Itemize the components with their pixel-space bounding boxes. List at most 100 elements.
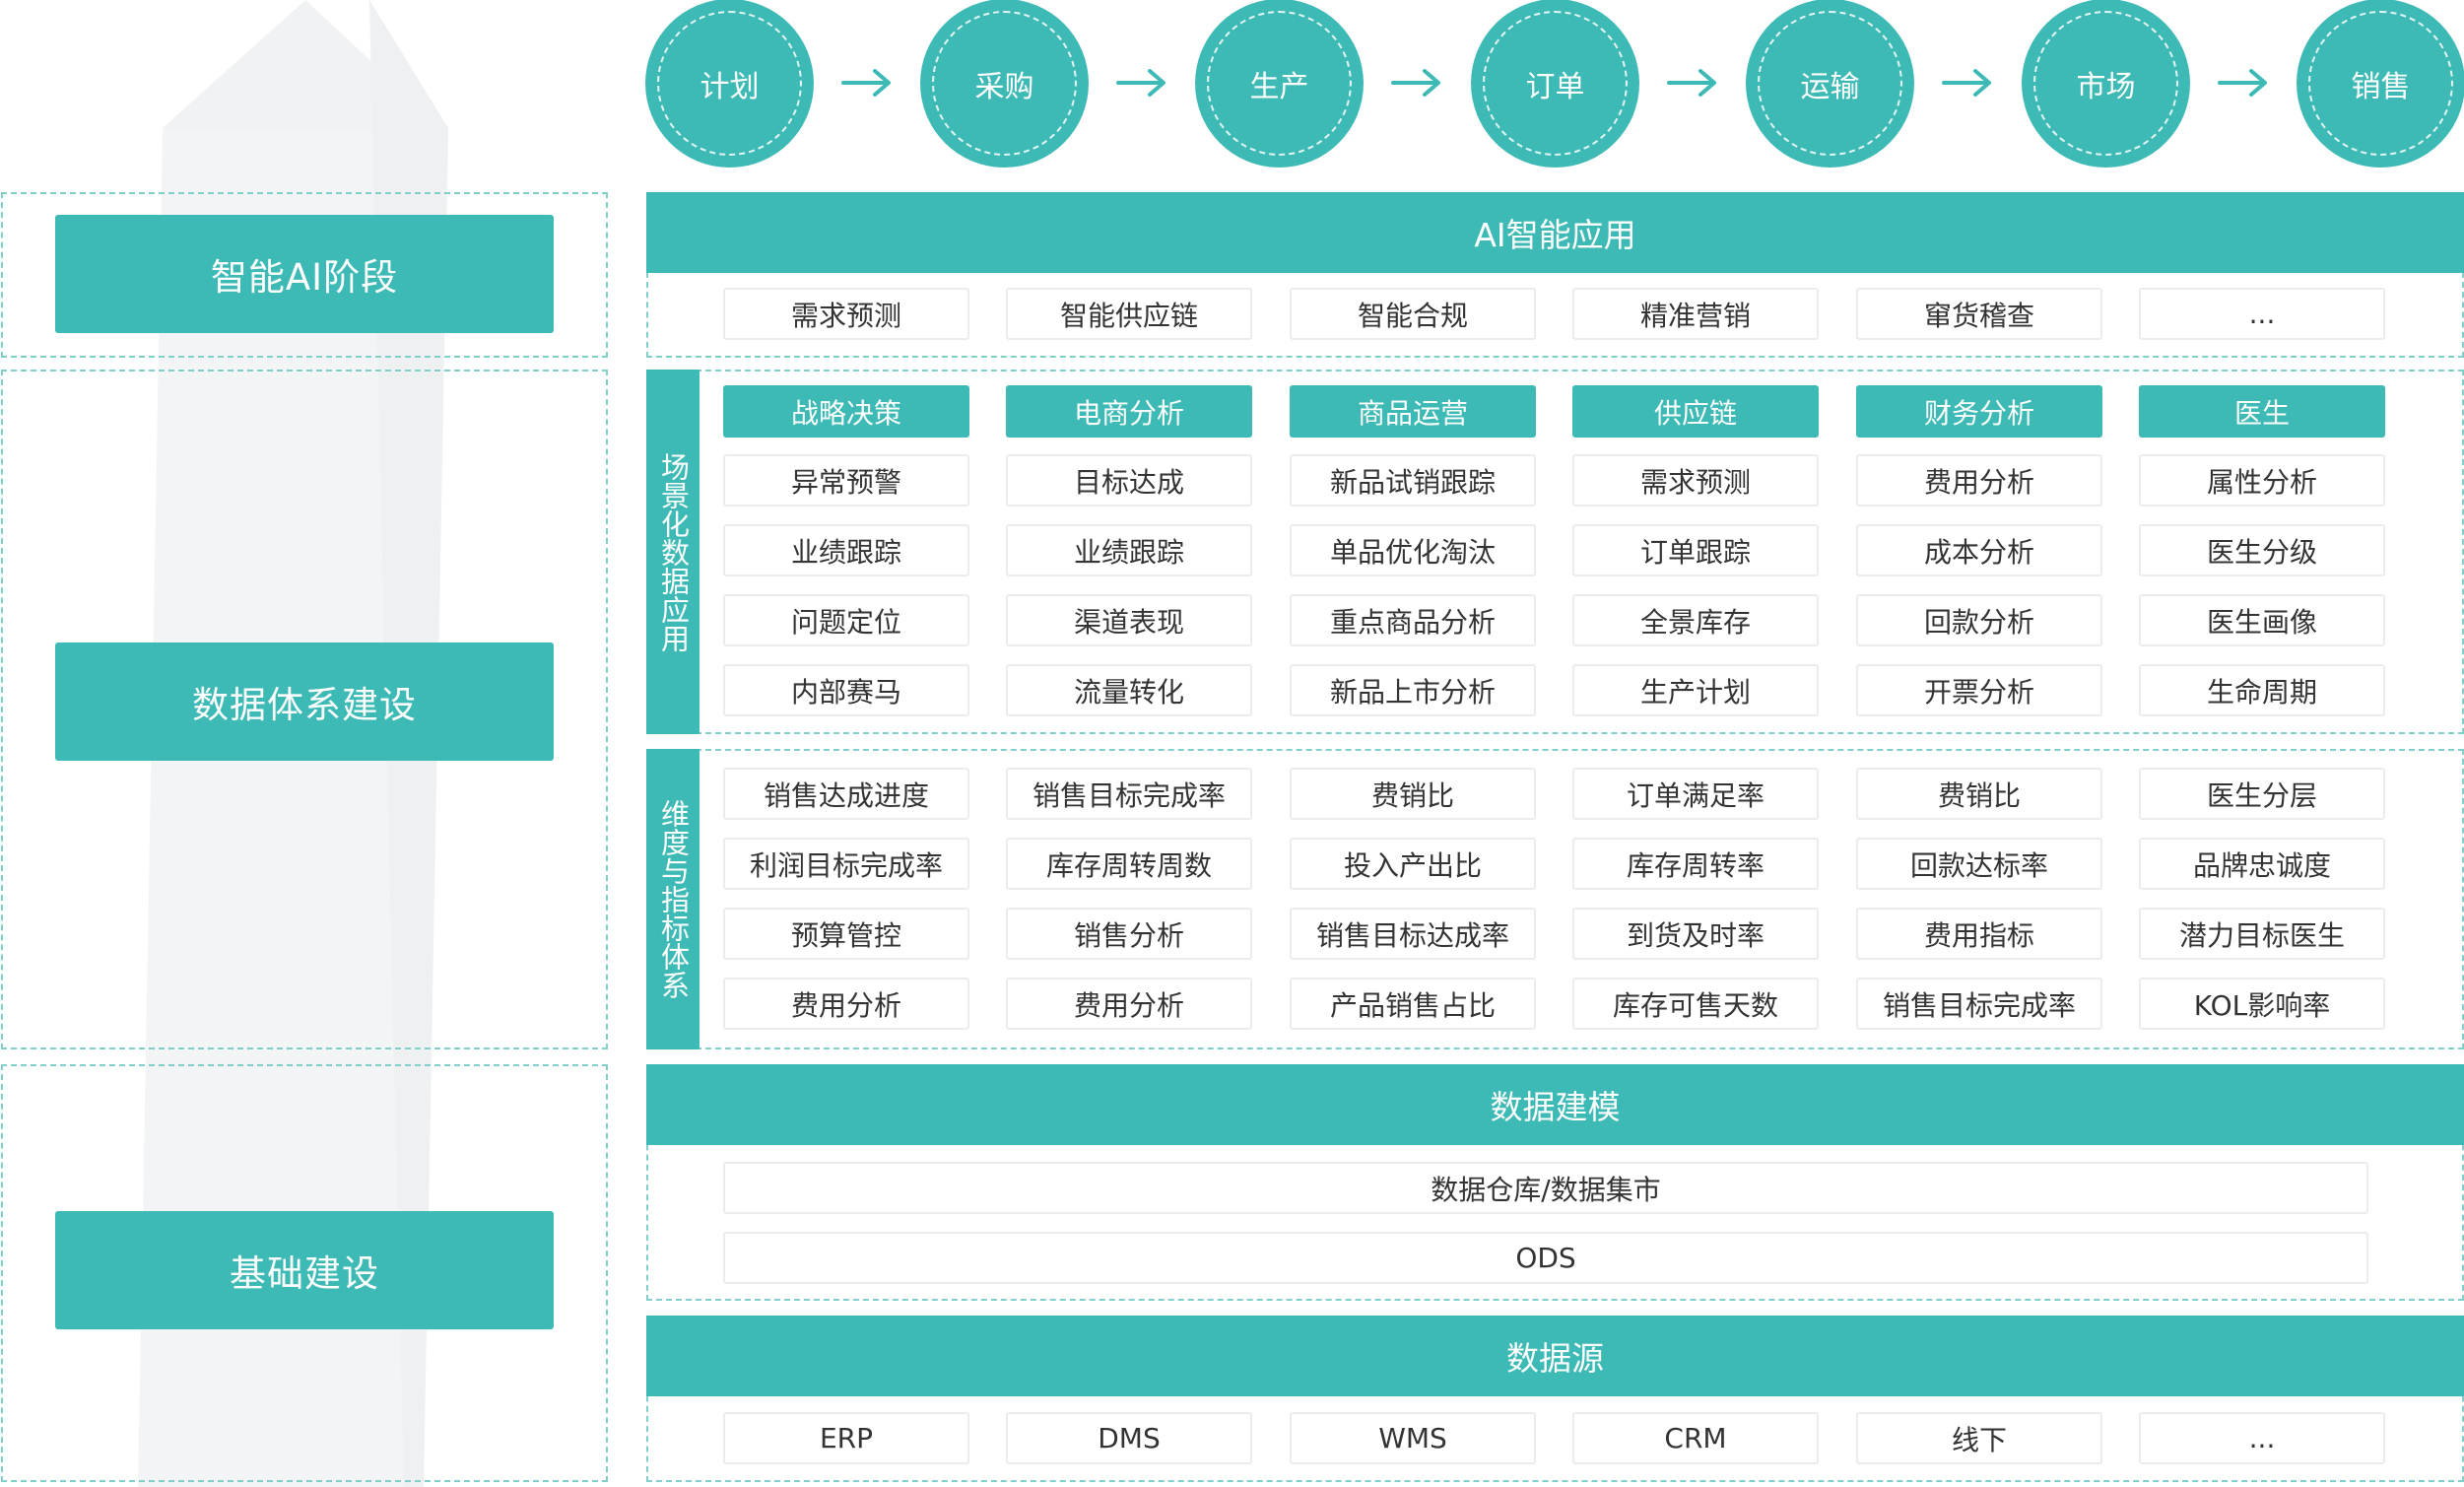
- data-source-item: ...: [2139, 1412, 2385, 1464]
- metric-item: 费用分析: [723, 978, 969, 1030]
- process-step-1: 计划: [645, 0, 814, 168]
- scenario-item: 业绩跟踪: [1006, 524, 1252, 576]
- metric-item: 投入产出比: [1290, 838, 1536, 890]
- metric-item: 订单满足率: [1572, 768, 1819, 820]
- scenario-item: 属性分析: [2139, 454, 2385, 507]
- metric-item: 回款达标率: [1856, 838, 2102, 890]
- process-step-7: 销售: [2297, 0, 2464, 168]
- metric-item: 潜力目标医生: [2139, 908, 2385, 960]
- scenario-item: 需求预测: [1572, 454, 1819, 507]
- metric-item: 预算管控: [723, 908, 969, 960]
- arrow-right-icon: [1391, 69, 1440, 97]
- scenario-item: 费用分析: [1856, 454, 2102, 507]
- metric-item: 销售目标完成率: [1856, 978, 2102, 1030]
- process-step-4: 订单: [1471, 0, 1639, 168]
- ai-apps-title: AI智能应用: [646, 192, 2464, 273]
- metric-item: 库存周转周数: [1006, 838, 1252, 890]
- data-source-item: CRM: [1572, 1412, 1819, 1464]
- metric-item: 费用分析: [1006, 978, 1252, 1030]
- scenario-item: 业绩跟踪: [723, 524, 969, 576]
- metric-item: 销售目标完成率: [1006, 768, 1252, 820]
- arrow-right-icon: [1666, 69, 1716, 97]
- arrow-right-icon: [840, 69, 891, 97]
- ai-app-item: ...: [2139, 288, 2385, 340]
- ai-app-item: 智能供应链: [1006, 288, 1252, 340]
- stage-foundation-box: [1, 1064, 608, 1482]
- scenario-item: 流量转化: [1006, 664, 1252, 716]
- data-sources-title: 数据源: [646, 1316, 2464, 1396]
- metric-item: 销售目标达成率: [1290, 908, 1536, 960]
- process-step-5: 运输: [1746, 0, 1914, 168]
- process-step-2: 采购: [920, 0, 1089, 168]
- arrow-right-icon: [2217, 69, 2267, 97]
- data-warehouse-cell: 数据仓库/数据集市: [723, 1162, 2368, 1214]
- ai-app-item: 需求预测: [723, 288, 969, 340]
- metric-item: 产品销售占比: [1290, 978, 1536, 1030]
- scenario-item: 新品试销跟踪: [1290, 454, 1536, 507]
- data-source-item: 线下: [1856, 1412, 2102, 1464]
- ai-app-item: 智能合规: [1290, 288, 1536, 340]
- metric-item: KOL影响率: [2139, 978, 2385, 1030]
- scenario-item: 重点商品分析: [1290, 594, 1536, 646]
- ai-app-item: 精准营销: [1572, 288, 1819, 340]
- scenario-item: 订单跟踪: [1572, 524, 1819, 576]
- stage-ai-box: [1, 192, 608, 358]
- metric-item: 利润目标完成率: [723, 838, 969, 890]
- stage-data-system-label: 数据体系建设: [55, 642, 554, 761]
- scenario-item: 生命周期: [2139, 664, 2385, 716]
- data-modeling-title: 数据建模: [646, 1064, 2464, 1145]
- scenario-header: 供应链: [1572, 385, 1819, 438]
- scenario-header: 战略决策: [723, 385, 969, 438]
- scenario-item: 医生画像: [2139, 594, 2385, 646]
- scenario-item: 生产计划: [1572, 664, 1819, 716]
- metric-item: 销售分析: [1006, 908, 1252, 960]
- stage-data-system-box: [1, 370, 608, 1049]
- scenario-item: 渠道表现: [1006, 594, 1252, 646]
- metric-item: 库存周转率: [1572, 838, 1819, 890]
- ods-cell: ODS: [723, 1232, 2368, 1284]
- scenario-header: 商品运营: [1290, 385, 1536, 438]
- scenario-item: 问题定位: [723, 594, 969, 646]
- metric-item: 医生分层: [2139, 768, 2385, 820]
- arrow-right-icon: [1942, 69, 1991, 97]
- data-source-item: DMS: [1006, 1412, 1252, 1464]
- process-step-6: 市场: [2022, 0, 2190, 168]
- metric-item: 销售达成进度: [723, 768, 969, 820]
- metric-item: 品牌忠诚度: [2139, 838, 2385, 890]
- metric-item: 费用指标: [1856, 908, 2102, 960]
- process-step-label: 采购: [932, 11, 1077, 156]
- arrow-right-icon: [1115, 69, 1165, 97]
- scenario-header: 财务分析: [1856, 385, 2102, 438]
- stage-foundation-label: 基础建设: [55, 1211, 554, 1329]
- scenario-item: 新品上市分析: [1290, 664, 1536, 716]
- scenario-header: 电商分析: [1006, 385, 1252, 438]
- scenario-item: 内部赛马: [723, 664, 969, 716]
- scenario-item: 开票分析: [1856, 664, 2102, 716]
- growth-arrow-background: [138, 0, 448, 1487]
- stage-ai-label: 智能AI阶段: [55, 215, 554, 333]
- process-step-label: 计划: [657, 11, 802, 156]
- scenario-item: 成本分析: [1856, 524, 2102, 576]
- scenario-item: 单品优化淘汰: [1290, 524, 1536, 576]
- scenario-header: 医生: [2139, 385, 2385, 438]
- metric-item: 到货及时率: [1572, 908, 1819, 960]
- metrics-side-label: 维度与指标体系: [646, 749, 699, 1049]
- scenario-item: 医生分级: [2139, 524, 2385, 576]
- metric-item: 费销比: [1290, 768, 1536, 820]
- scenario-apps-side-label: 场景化数据应用: [646, 370, 699, 734]
- data-source-item: WMS: [1290, 1412, 1536, 1464]
- process-step-label: 生产: [1207, 11, 1352, 156]
- process-step-3: 生产: [1195, 0, 1364, 168]
- process-step-label: 订单: [1483, 11, 1628, 156]
- process-step-label: 销售: [2308, 11, 2453, 156]
- metric-item: 费销比: [1856, 768, 2102, 820]
- scenario-item: 目标达成: [1006, 454, 1252, 507]
- scenario-item: 全景库存: [1572, 594, 1819, 646]
- ai-app-item: 窜货稽查: [1856, 288, 2102, 340]
- data-source-item: ERP: [723, 1412, 969, 1464]
- scenario-item: 异常预警: [723, 454, 969, 507]
- scenario-item: 回款分析: [1856, 594, 2102, 646]
- process-step-label: 运输: [1758, 11, 1902, 156]
- process-step-label: 市场: [2033, 11, 2178, 156]
- metric-item: 库存可售天数: [1572, 978, 1819, 1030]
